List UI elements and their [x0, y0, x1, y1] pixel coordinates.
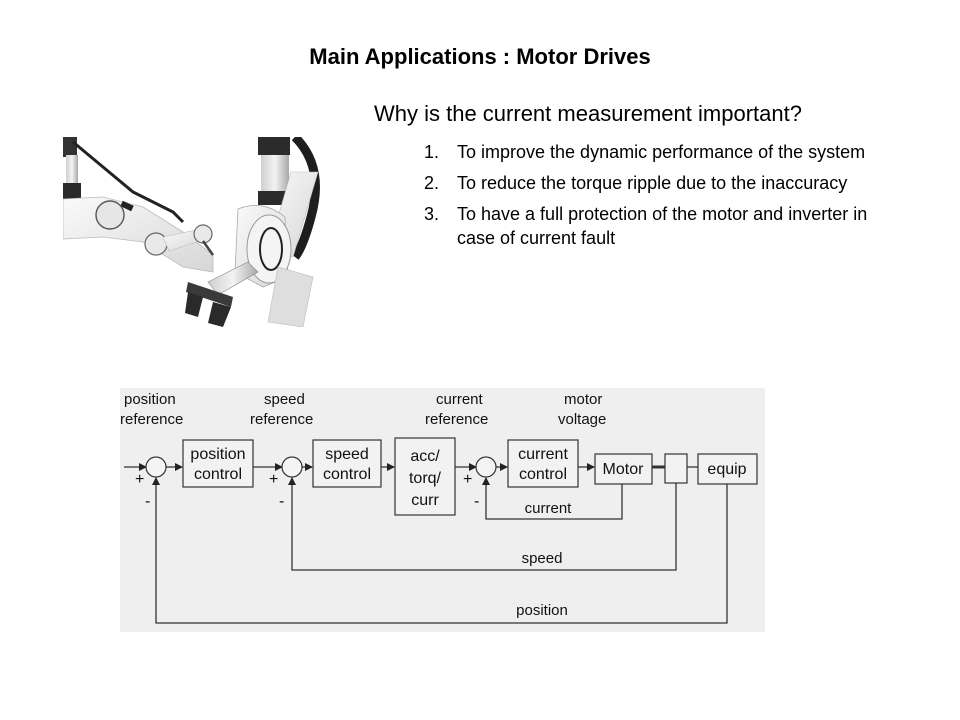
feedback-label-current: current [525, 500, 573, 517]
block-label: current [518, 446, 568, 463]
slide-title: Main Applications : Motor Drives [309, 44, 651, 69]
reasons-list: 1. To improve the dynamic performance of… [424, 140, 904, 257]
block-label: position [190, 446, 245, 463]
block-speed-control: speed control [312, 439, 382, 488]
block-label: acc/ [410, 448, 440, 465]
reason-text: To reduce the torque ripple due to the i… [457, 173, 848, 193]
robot-arm-image [63, 137, 320, 327]
block-label: equip [707, 461, 746, 478]
block-label: speed [325, 446, 369, 463]
plus-sign: + [269, 471, 278, 488]
feedback-label-speed: speed [522, 550, 563, 567]
label-speed-reference-1: speed [264, 391, 305, 408]
reason-number: 2. [424, 173, 440, 193]
minus-sign: - [145, 493, 150, 510]
minus-sign: - [474, 493, 479, 510]
block-sensor [664, 453, 688, 484]
reason-number: 1. [424, 142, 440, 162]
block-acc-torq-curr: acc/ torq/ curr [394, 437, 456, 516]
label-speed-reference-2: reference [250, 411, 313, 428]
block-motor: Motor [594, 453, 653, 485]
reason-item: 2. To reduce the torque ripple due to th… [424, 171, 904, 195]
block-label: Motor [603, 461, 645, 478]
summing-junction-position [145, 456, 167, 478]
reason-item: 3. To have a full protection of the moto… [424, 202, 904, 250]
block-label: torq/ [409, 470, 442, 487]
block-equip: equip [697, 453, 758, 485]
block-label: control [194, 466, 242, 483]
block-label: curr [411, 492, 439, 509]
label-current-reference-1: current [436, 391, 484, 408]
minus-sign: - [279, 493, 284, 510]
block-position-control: position control [182, 439, 254, 488]
reason-number: 3. [424, 204, 440, 224]
label-motor-voltage-1: motor [564, 391, 602, 408]
block-current-control: current control [507, 439, 579, 488]
label-motor-voltage-2: voltage [558, 411, 606, 428]
block-label: control [519, 466, 567, 483]
reason-item: 1. To improve the dynamic performance of… [424, 140, 904, 164]
label-position-reference-2: reference [120, 411, 183, 428]
label-position-reference-1: position [124, 391, 176, 408]
plus-sign: + [135, 471, 144, 488]
summing-junction-speed [281, 456, 303, 478]
block-label: control [323, 466, 371, 483]
feedback-label-position: position [516, 602, 568, 619]
plus-sign: + [463, 471, 472, 488]
summing-junction-current [475, 456, 497, 478]
label-current-reference-2: reference [425, 411, 488, 428]
reason-text: To improve the dynamic performance of th… [457, 142, 866, 162]
reason-text: To have a full protection of the motor a… [457, 204, 868, 248]
section-question: Why is the current measurement important… [374, 101, 802, 126]
